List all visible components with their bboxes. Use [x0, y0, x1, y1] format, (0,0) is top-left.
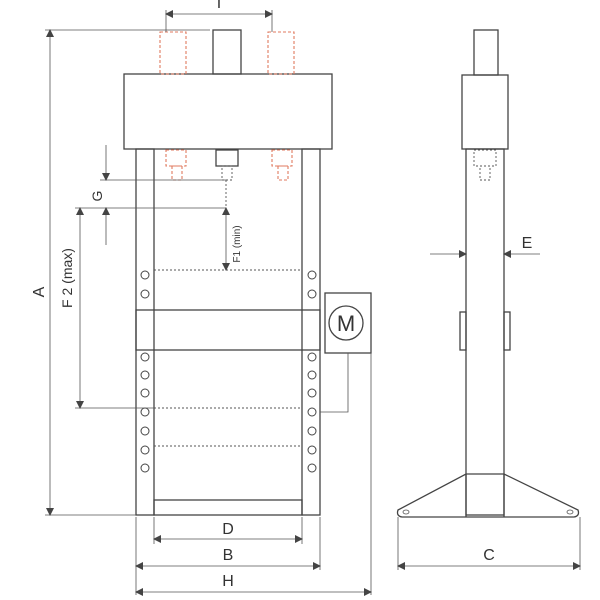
- side-left-bracket: [459, 311, 467, 351]
- right-column: [301, 148, 321, 516]
- main-cylinder-rod: [212, 29, 242, 75]
- right-piston-head: [271, 149, 293, 167]
- dim-a-label: A: [31, 286, 48, 297]
- side-ram-head: [473, 149, 497, 167]
- left-piston-head: [165, 149, 187, 167]
- dim-f2-label: F 2 (max): [59, 248, 75, 308]
- side-ram-tip: [479, 165, 491, 181]
- right-side-cylinder: [267, 31, 295, 75]
- side-view: [396, 29, 580, 518]
- dim-d-label: D: [222, 521, 234, 538]
- side-foot: [396, 473, 580, 518]
- left-piston-tip: [171, 165, 183, 181]
- dim-f1-label: F1 (min): [232, 225, 243, 262]
- base-bar: [153, 499, 303, 516]
- left-column: [135, 148, 155, 516]
- side-cylinder-rod: [473, 29, 499, 76]
- dim-g-label: G: [89, 191, 105, 202]
- motor-label: M: [337, 311, 355, 336]
- ram-head: [215, 149, 239, 167]
- dim-b-label: B: [223, 547, 234, 564]
- dim-i-label: I: [217, 0, 221, 12]
- side-crosshead: [461, 74, 509, 150]
- right-piston-tip: [277, 165, 289, 181]
- ram-tip: [221, 165, 233, 181]
- dim-h-label: H: [222, 573, 234, 590]
- side-column: [465, 148, 505, 516]
- left-side-cylinder: [159, 31, 187, 75]
- column-holes: [140, 270, 317, 473]
- side-right-bracket: [503, 311, 511, 351]
- dim-e-label: E: [522, 235, 533, 252]
- motor-cable: [320, 353, 349, 413]
- dimensions: I A F 2 (max) G F1 (min) E D B: [31, 0, 581, 596]
- middle-crossbeam: [135, 309, 321, 351]
- motor-symbol: [328, 305, 364, 341]
- front-view: M: [123, 29, 372, 516]
- dim-c-label: C: [483, 547, 495, 564]
- crosshead-block: [123, 73, 333, 150]
